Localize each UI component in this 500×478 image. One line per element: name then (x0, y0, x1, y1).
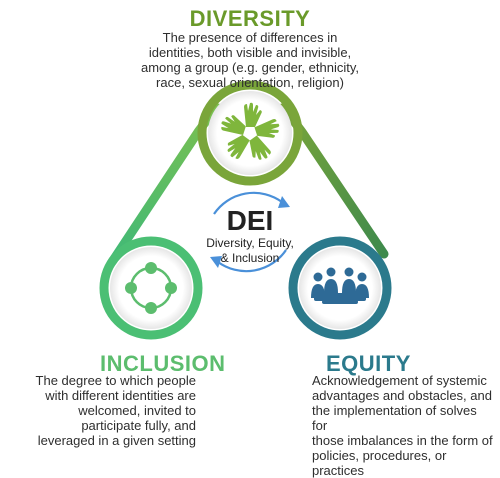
equity-title: EQUITY (326, 351, 411, 376)
diversity-description: The presence of differences in identitie… (120, 30, 380, 90)
diversity-line: The presence of differences in (162, 30, 338, 45)
connected-circle-icon (125, 262, 177, 314)
inclusion-description: The degree to which people with differen… (18, 373, 196, 448)
arrow-bottom (217, 249, 287, 273)
equity-line: advantages and obstacles, and (312, 388, 492, 403)
cycle-arrows (210, 191, 290, 273)
equity-node (288, 236, 392, 340)
arrow-bottom-head (210, 256, 222, 268)
equity-line: Acknowledgement of systemic (312, 373, 487, 388)
dei-subtitle: Diversity, Equity, & Inclusion (196, 236, 304, 266)
diversity-line: among a group (e.g. gender, ethnicity, (140, 60, 359, 75)
inclusion-line: The degree to which people (35, 373, 196, 388)
arrow-top-head (278, 196, 290, 208)
people-meeting-icon (311, 267, 369, 304)
inclusion-line: with different identities are (45, 388, 196, 403)
inclusion-line: welcomed, invited to (78, 403, 196, 418)
dei-title: DEI (226, 205, 274, 236)
arrow-top (213, 191, 283, 215)
dei-subtitle-line: Diversity, Equity, (206, 236, 294, 250)
dei-subtitle-line: & Inclusion (220, 251, 280, 265)
diversity-node (197, 80, 303, 186)
inclusion-title: INCLUSION (100, 351, 226, 376)
equity-line: policies, procedures, or practices (312, 448, 447, 478)
hands-circle-icon (221, 102, 280, 160)
equity-description: Acknowledgement of systemic advantages a… (312, 373, 494, 478)
inclusion-node (99, 236, 203, 340)
diversity-line: identities, both visible and invisible, (148, 45, 352, 60)
equity-line: those imbalances in the form of (312, 433, 493, 448)
diversity-line: race, sexual orientation, religion) (156, 75, 344, 90)
equity-line: the implementation of solves for (312, 403, 477, 433)
diversity-title: DIVERSITY (189, 6, 311, 31)
inclusion-line: participate fully, and (81, 418, 196, 433)
inclusion-line: leveraged in a given setting (37, 433, 196, 448)
